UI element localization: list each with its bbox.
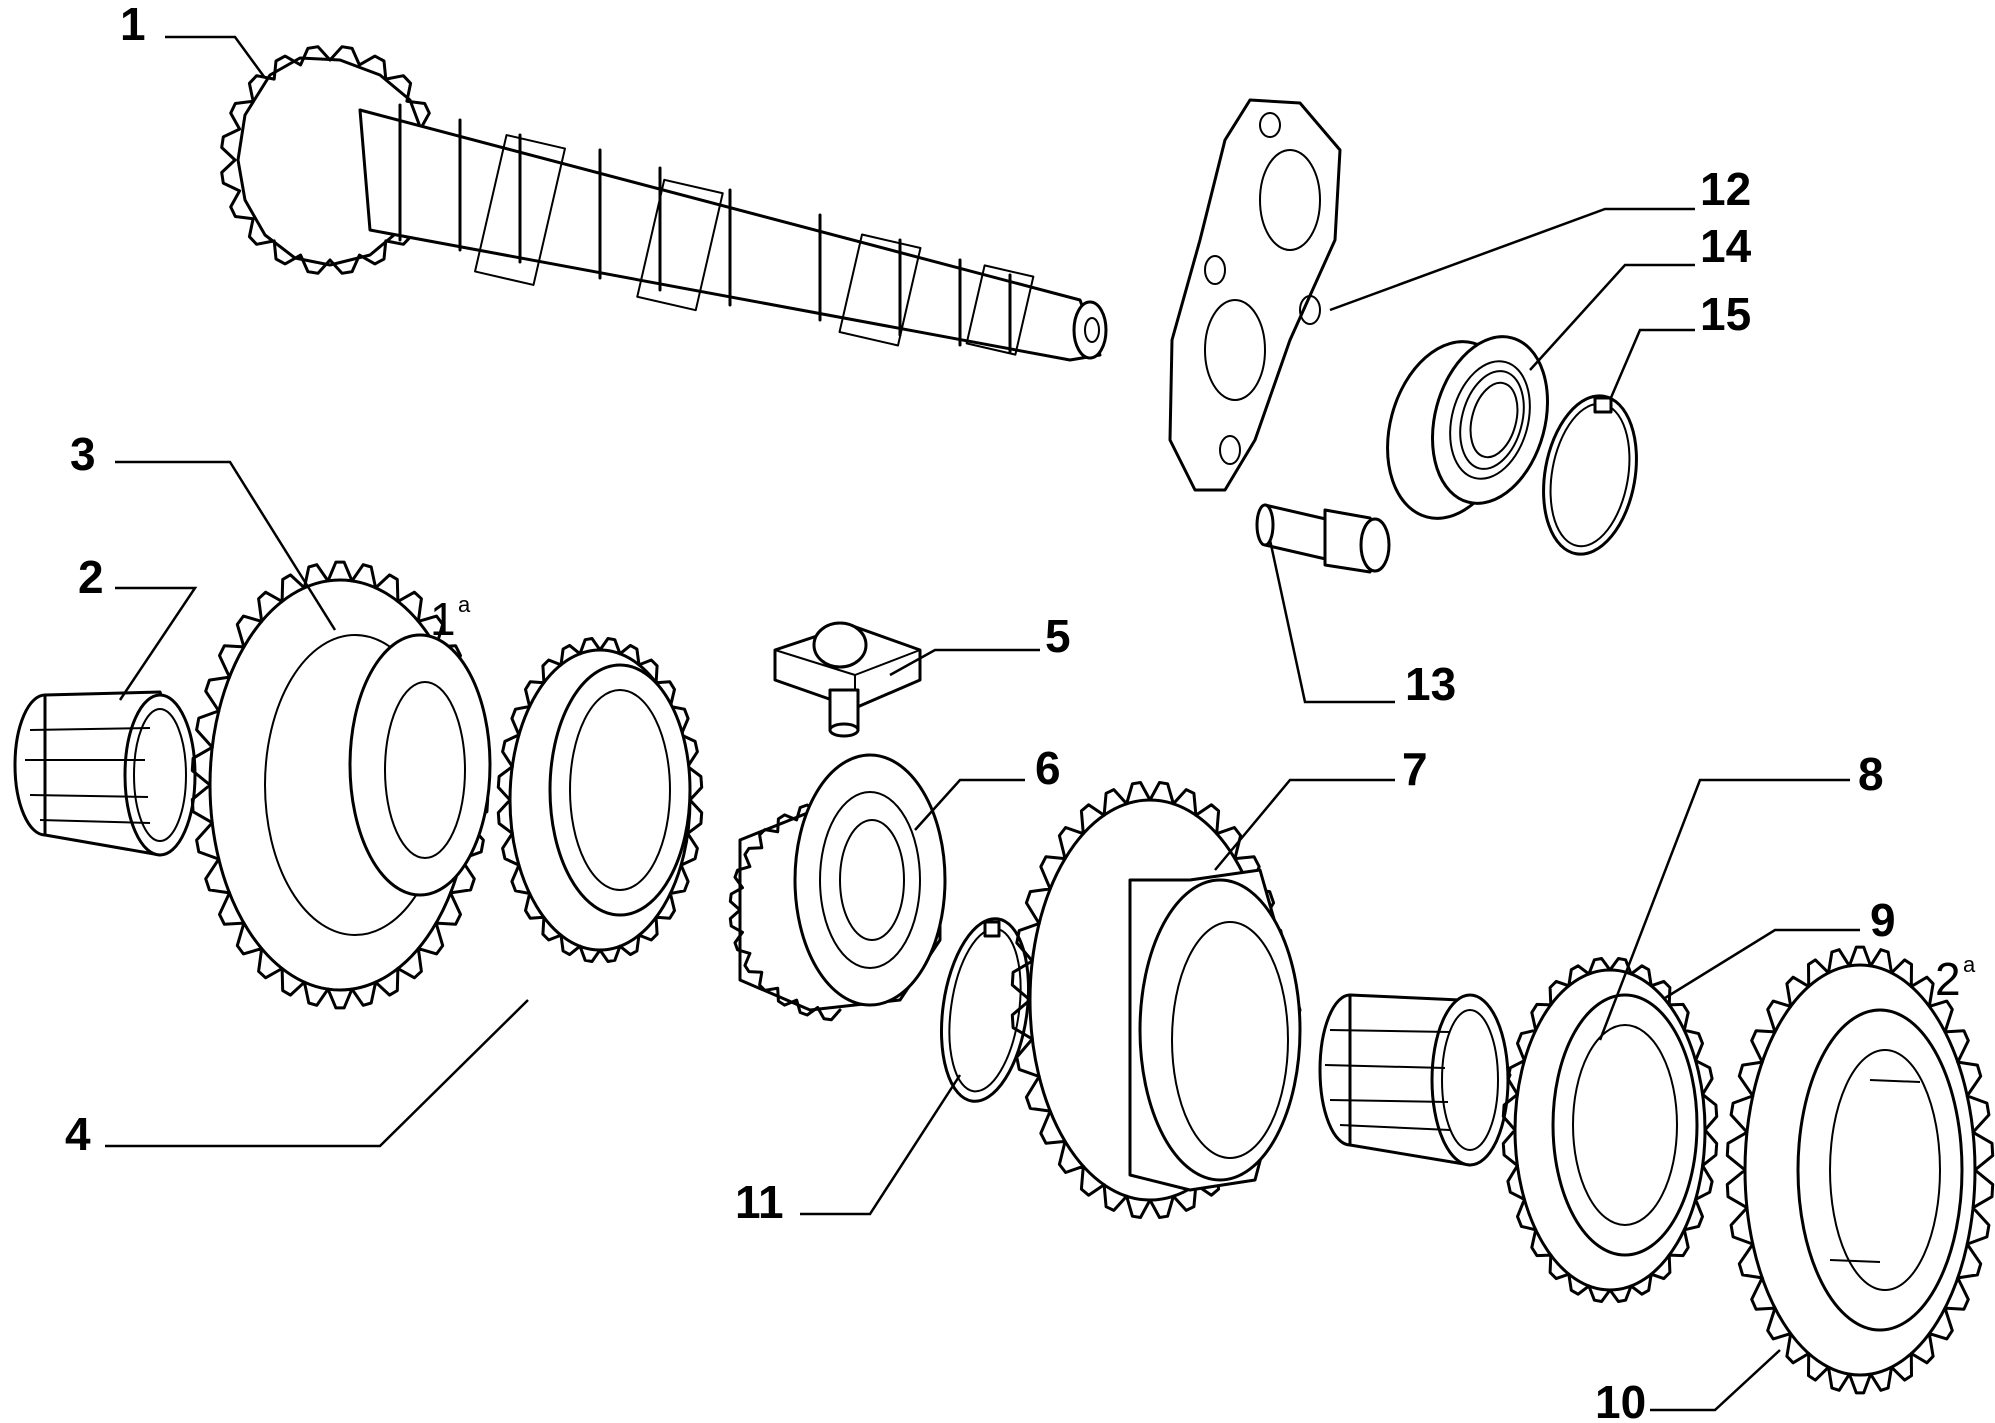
part-9-synchro-ring [1501,957,1719,1303]
gear-teeth-outline [496,637,704,963]
part-5-detent-plate [773,621,922,738]
gear-teeth-outline [190,560,490,1010]
part-14-bearing [1386,335,1550,520]
part-8-needle-bearing [1318,993,1512,1167]
callout-4: 4 [65,1108,91,1160]
callout-15: 15 [1700,288,1751,340]
gear-teeth-outline [1725,945,1995,1395]
callout-numbers: 1 3 2 4 5 6 7 8 9 10 11 12 14 15 13 [65,0,1896,1423]
gear-teeth-outline [220,45,440,275]
callout-12: 12 [1700,163,1751,215]
gear-teeth-outline [1010,781,1290,1219]
part-15-circlip [1542,394,1638,556]
callout-5: 5 [1045,610,1071,662]
part-11-circlip [939,917,1031,1103]
part-7-sliding-sleeve [1010,781,1302,1219]
callout-13: 13 [1405,658,1456,710]
callout-8: 8 [1858,748,1884,800]
part-1-main-shaft [220,45,1108,362]
gear-label-second: 2 a [1935,952,1976,1005]
gear-label-first: 1 a [430,592,471,645]
callout-10: 10 [1595,1376,1646,1423]
leader-lines [105,35,1860,1412]
part-3-first-gear [190,560,492,1010]
part-10-second-gear [1725,945,1995,1395]
gear-teeth-outline [1501,957,1719,1303]
gear-label-first-num: 1 [430,593,456,645]
callout-7: 7 [1402,743,1428,795]
callout-6: 6 [1035,742,1061,794]
gear-teeth-outline [728,798,842,1022]
callout-3: 3 [70,428,96,480]
callout-11: 11 [735,1176,784,1228]
gear-label-second-num: 2 [1935,953,1961,1005]
callout-14: 14 [1700,220,1752,272]
part-4-synchro-ring [496,637,704,963]
part-6-synchro-hub [728,753,947,1022]
part-12-flange-plate [1168,98,1342,492]
callout-1: 1 [120,0,146,50]
gear-label-second-sup: a [1963,952,1976,977]
gear-label-first-sup: a [458,592,471,617]
part-2-needle-bearing [13,690,197,857]
callout-9: 9 [1870,894,1896,946]
callout-2: 2 [78,551,104,603]
part-13-bolt [1255,503,1391,574]
